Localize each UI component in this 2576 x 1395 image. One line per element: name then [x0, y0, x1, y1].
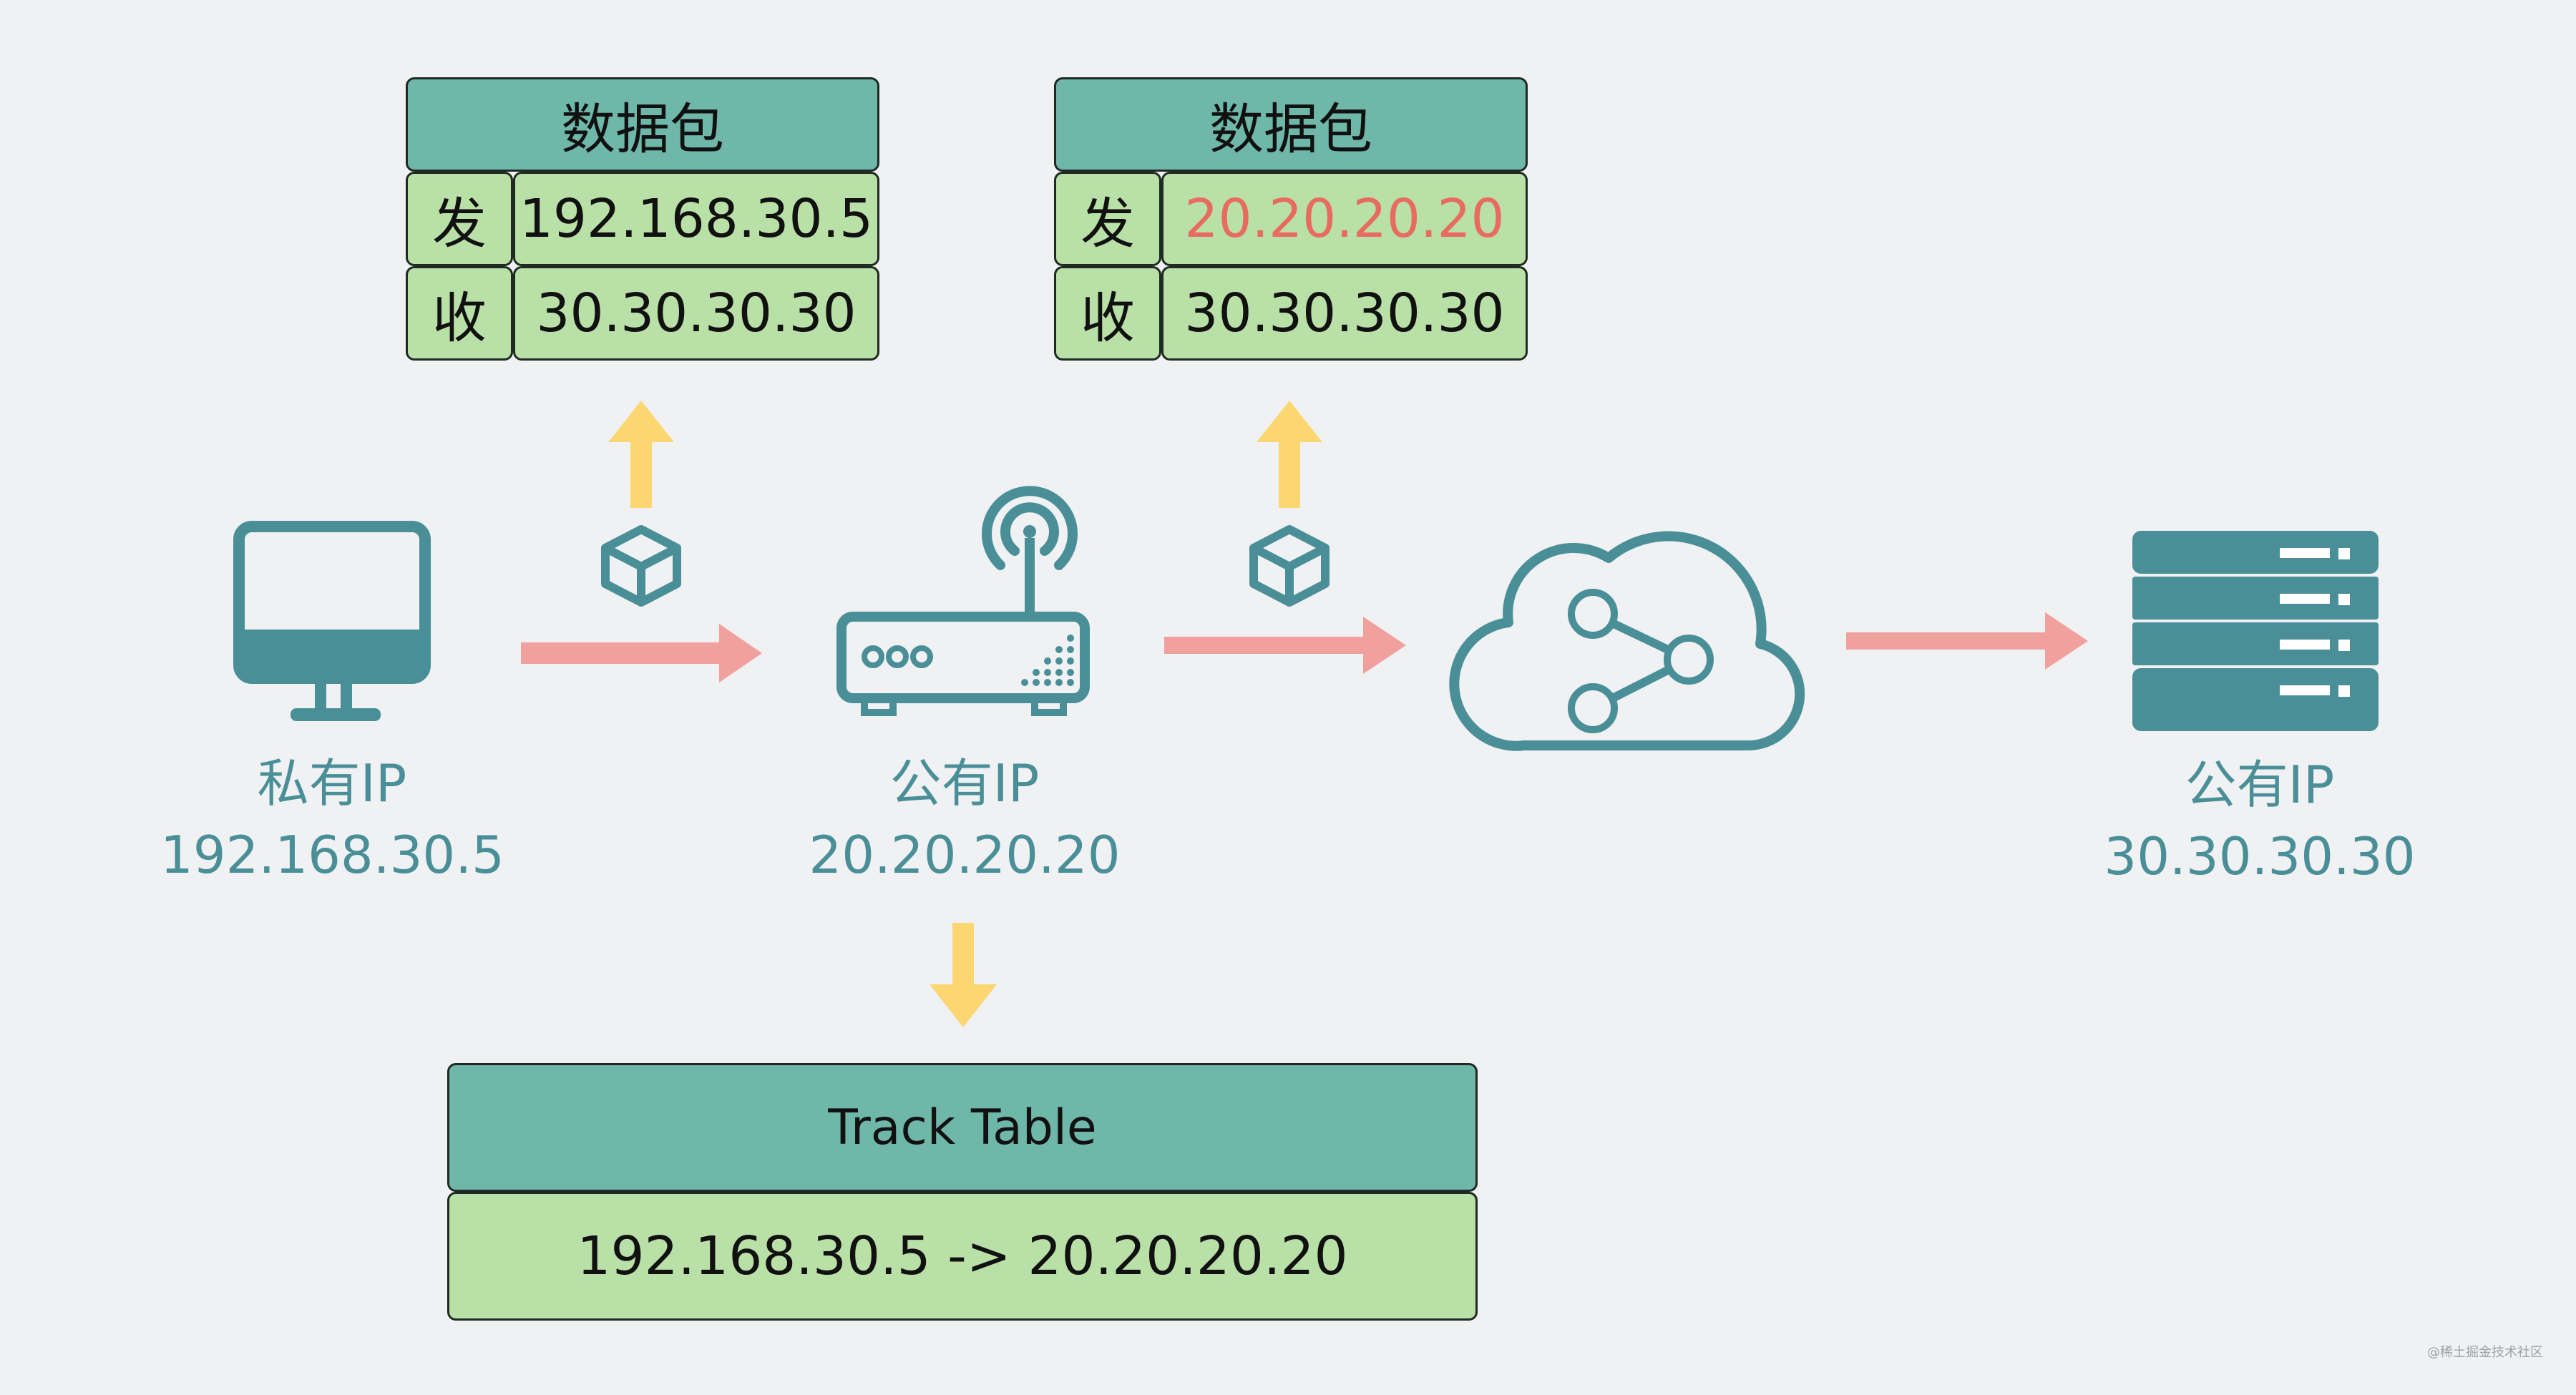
flow-arrow-pc-to-router — [521, 624, 762, 682]
src-label: 发 — [1054, 172, 1161, 266]
dst-label: 收 — [406, 266, 513, 361]
dst-ip-value: 30.30.30.30 — [1161, 266, 1528, 361]
server-icon — [2132, 531, 2379, 731]
track-table-title: Track Table — [447, 1063, 1478, 1192]
router-ip: 20.20.20.20 — [809, 825, 1121, 885]
server-ip-type: 公有IP — [2185, 755, 2335, 815]
flow-arrow-cloud-to-server — [1846, 612, 2088, 670]
watermark: @稀土掘金技术社区 — [2427, 1345, 2543, 1360]
router-label: 公有IP 20.20.20.20 — [793, 748, 1136, 891]
cloud-share-icon — [1449, 531, 1805, 751]
src-ip-value-translated: 20.20.20.20 — [1161, 172, 1528, 266]
package-box-icon — [601, 525, 681, 607]
server-label: 公有IP 30.30.30.30 — [2088, 749, 2431, 892]
computer-ip-type: 私有IP — [257, 753, 407, 813]
src-label: 发 — [406, 172, 513, 266]
src-ip-value: 192.168.30.5 — [513, 172, 879, 266]
up-arrow-left — [608, 401, 674, 508]
flow-arrow-router-to-cloud — [1164, 617, 1406, 674]
track-table-entry: 192.168.30.5 -> 20.20.20.20 — [447, 1192, 1478, 1321]
dst-label: 收 — [1054, 266, 1161, 361]
computer-ip: 192.168.30.5 — [160, 825, 504, 885]
dst-ip-value: 30.30.30.30 — [513, 266, 879, 361]
up-arrow-right — [1257, 401, 1322, 508]
router-ip-type: 公有IP — [889, 753, 1040, 813]
router-icon — [836, 486, 1090, 716]
packet-title: 数据包 — [1054, 77, 1528, 172]
package-box-icon — [1249, 525, 1330, 607]
monitor-icon — [233, 521, 431, 721]
down-arrow-router — [930, 923, 997, 1027]
server-ip: 30.30.30.30 — [2104, 826, 2416, 886]
computer-label: 私有IP 192.168.30.5 — [160, 748, 504, 891]
packet-title: 数据包 — [406, 77, 879, 172]
